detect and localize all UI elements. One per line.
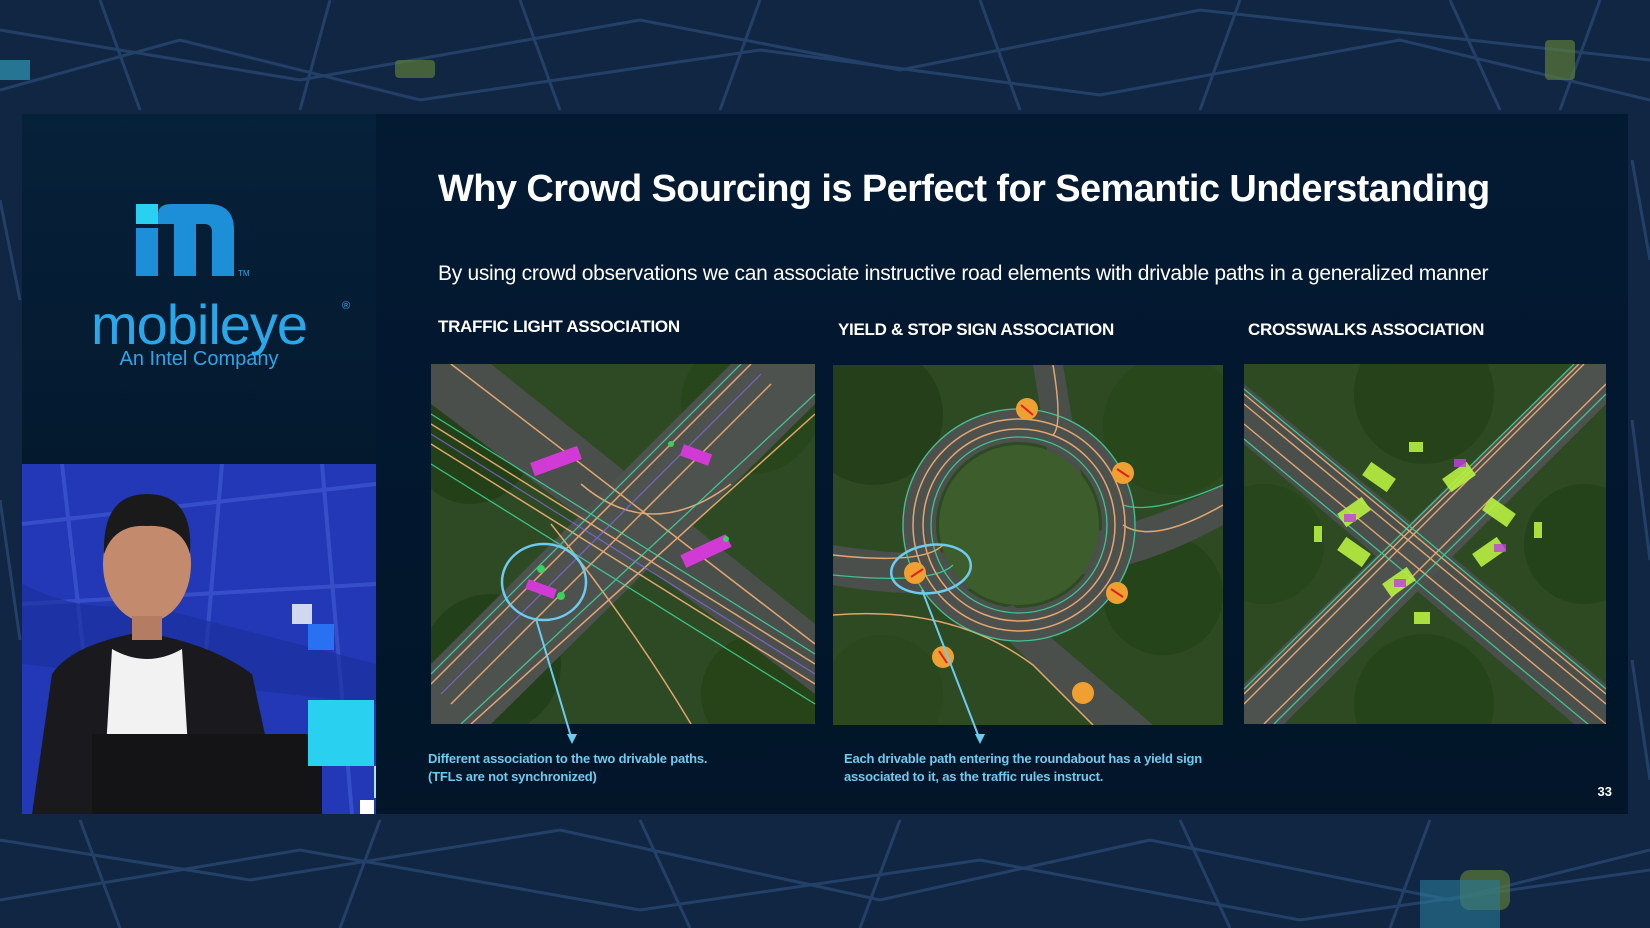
aerial-roundabout-yield-signs	[833, 365, 1223, 725]
heading-yield-stop: YIELD & STOP SIGN ASSOCIATION	[838, 320, 1114, 339]
decorative-square-cyan	[308, 700, 374, 766]
aerial-intersection-traffic-lights	[431, 364, 815, 724]
heading-crosswalks: CROSSWALKS ASSOCIATION	[1248, 320, 1485, 339]
heading-traffic-light: TRAFFIC LIGHT ASSOCIATION	[438, 317, 680, 336]
brand-name: mobileye	[90, 293, 308, 356]
decorative-square-white	[360, 800, 374, 814]
presentation-slide: Why Crowd Sourcing is Perfect for Semant…	[376, 114, 1628, 814]
caption-yield-sign: Each drivable path entering the roundabo…	[844, 750, 1244, 786]
slide-subtitle: By using crowd observations we can assoc…	[438, 262, 1489, 285]
mobileye-m-icon: TM	[136, 204, 250, 278]
slide-page-number: 33	[1597, 784, 1612, 799]
caption-line: (TFLs are not synchronized)	[428, 769, 597, 784]
svg-text:TM: TM	[238, 269, 250, 278]
aerial-intersection-crosswalks	[1244, 364, 1606, 724]
presenter-figure	[32, 494, 322, 814]
caption-line: Different association to the two drivabl…	[428, 751, 708, 766]
caption-line: Each drivable path entering the roundabo…	[844, 751, 1203, 766]
slide-title: Why Crowd Sourcing is Perfect for Semant…	[438, 168, 1490, 210]
caption-traffic-light: Different association to the two drivabl…	[428, 750, 768, 786]
caption-line: associated to it, as the traffic rules i…	[844, 769, 1104, 784]
registered-mark: ®	[342, 300, 351, 312]
brand-panel: TM mobileye ® An Intel Company	[22, 114, 376, 464]
brand-tagline: An Intel Company	[119, 348, 279, 370]
